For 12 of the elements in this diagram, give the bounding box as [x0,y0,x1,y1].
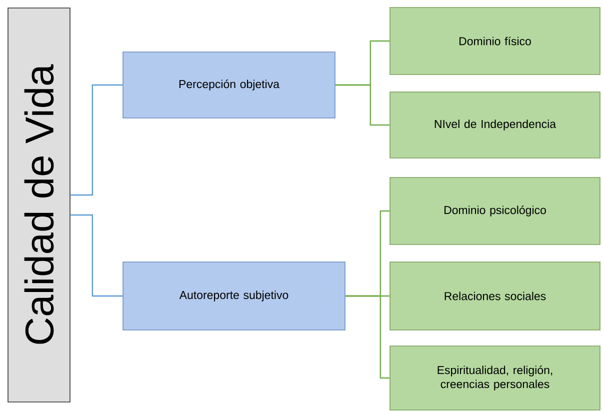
domain-box: Dominio físico [390,7,600,75]
connector-line [70,214,123,297]
domain-box: NIvel de Independencia [390,92,600,158]
title-box: Calidad de Vida [8,8,70,402]
connector-line [335,84,390,126]
domain-box: Dominio psicológico [390,177,600,245]
category-box: Autoreporte subjetivo [122,262,346,330]
category-box: Percepción objetiva [122,52,336,118]
connector-line [345,295,390,379]
connector-line [70,84,123,196]
domain-box: Relaciones sociales [390,262,600,330]
domain-box: Espiritualidad, religión, creencias personales [390,346,600,410]
